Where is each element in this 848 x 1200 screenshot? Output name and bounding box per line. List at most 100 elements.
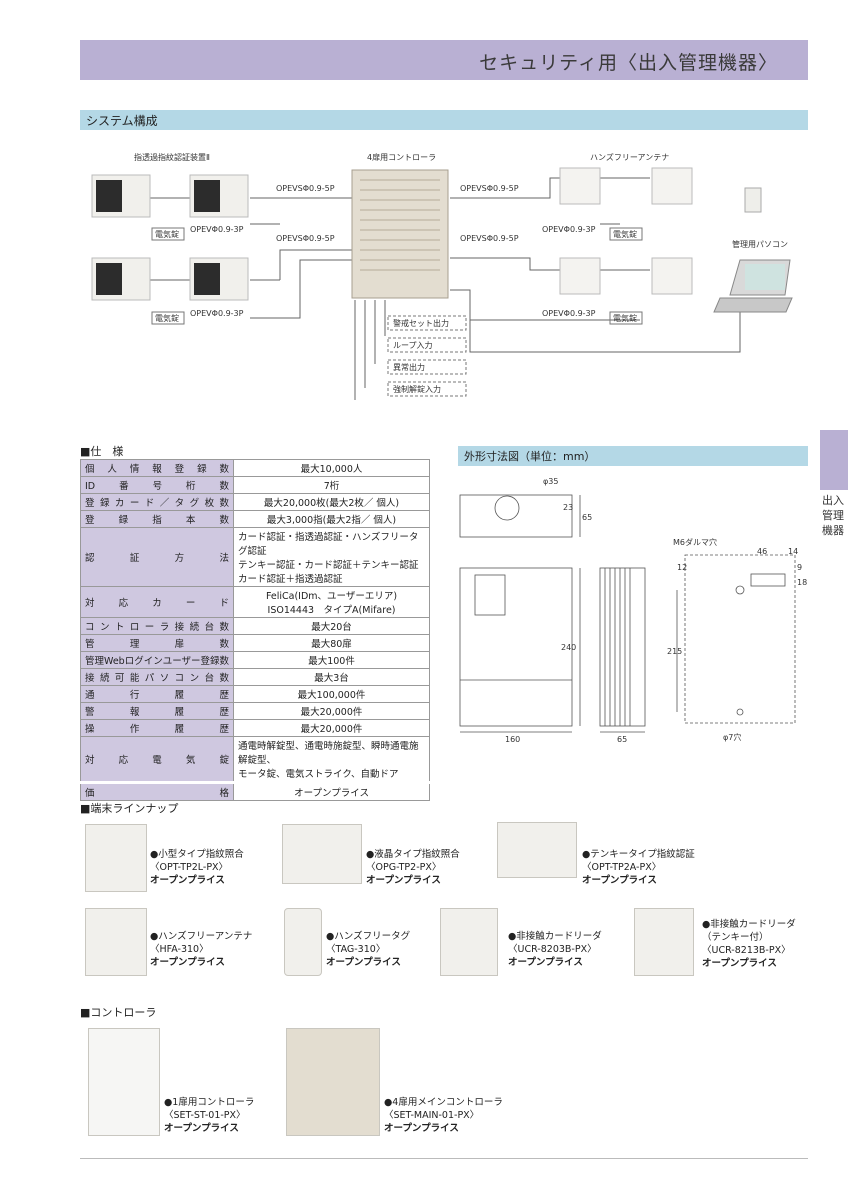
dimension-title: 外形寸法図（単位：mm） [464,450,596,463]
spec-value: 最大20,000件 [233,719,430,737]
spec-value: 通電時解錠型、通電時施錠型、瞬時通電施解錠型、 モータ錠、電気ストライク、自動ド… [233,736,430,783]
device-image-set-main-01 [286,1028,380,1136]
dim-d240: 240 [561,643,576,652]
spec-row: コントローラ接続台数最大20台 [79,617,430,635]
product-tp2l: ●小型タイプ指紋照合 〈OPT-TP2L-PX〉 オープンプライス [150,849,244,886]
spec-key: ID番号桁数 [79,476,235,494]
label-alarm-set-out: 警戒セット出力 [393,318,449,328]
spec-row: 個人情報登録数最大10,000人 [79,459,430,477]
label-controller4: 4扉用コントローラ [367,152,436,162]
spec-value: 最大10,000人 [233,459,430,477]
spec-row: 警報履歴最大20,000件 [79,702,430,720]
label-finger-device: 指透過指紋認証装置Ⅱ [134,152,210,162]
spec-value: 7桁 [233,476,430,494]
label-lock-b: 電気錠 [613,229,637,239]
spec-row: 対応電気錠通電時解錠型、通電時施錠型、瞬時通電施解錠型、 モータ錠、電気ストライ… [79,736,430,783]
controllers-title: ■コントローラ [80,1006,157,1019]
product-hfa310: ●ハンズフリーアンテナ 〈HFA-310〉 オープンプライス [150,931,253,968]
spec-row: 登録指本数最大3,000指(最大2指／ 個人) [79,510,430,528]
dim-d7: φ7穴 [723,732,741,742]
device-image-tp2a [497,822,577,878]
side-tab [820,430,848,490]
label-abnormal-out: 異常出力 [393,362,425,372]
spec-key: 認証方法 [79,527,235,587]
device-image-tp2l [85,824,147,892]
label-cable-3p-c: OPEVΦ0.9-3P [542,225,596,234]
spec-value: 最大3台 [233,668,430,686]
dim-d9: 9 [797,563,802,572]
spec-value: 最大80扉 [233,634,430,652]
dim-d65a: 65 [582,513,592,522]
product-tag310: ●ハンズフリータグ 〈TAG-310〉 オープンプライス [326,931,411,968]
device-image-hfa310 [85,908,147,976]
spec-row: 管理Webログインユーザー登録数最大100件 [79,651,430,669]
dimension-drawing: φ35 23 65 240 160 65 M6ダルマ穴 46 14 12 9 1… [459,477,807,744]
side-tab-label: 出入管理機器 [822,494,844,537]
dim-d18: 18 [797,578,807,587]
spec-key: 警報履歴 [79,702,235,720]
spec-key: 対応電気錠 [79,736,235,783]
label-cable-3p-d: OPEVΦ0.9-3P [542,309,596,318]
page-title: セキュリティ用〈出入管理機器〉 [479,52,778,74]
spec-key: コントローラ接続台数 [79,617,235,635]
dim-d14: 14 [788,547,798,556]
dim-d46: 46 [757,547,767,556]
spec-key: 個人情報登録数 [79,459,235,477]
label-cable-3p-a: OPEVΦ0.9-3P [190,225,244,234]
spec-key: 管理扉数 [79,634,235,652]
spec-key: 価格 [79,782,235,801]
label-admin-pc: 管理用パソコン [732,239,788,249]
label-cable-5p-d: OPEVSΦ0.9-5P [460,234,519,243]
label-force-unlock-in: 強制解錠入力 [393,384,441,394]
spec-row: 認証方法カード認証・指透過認証・ハンズフリータグ認証 テンキー認証・カード認証＋… [79,527,430,587]
dim-m6: M6ダルマ穴 [673,537,717,547]
product-tp2: ●液晶タイプ指紋照合 〈OPG-TP2-PX〉 オープンプライス [366,849,460,886]
spec-key: 接続可能パソコン台数 [79,668,235,686]
system-section-title: システム構成 [86,114,158,128]
dim-d215: 215 [667,647,682,656]
device-image-ucr8213b [634,908,694,976]
product-tp2a: ●テンキータイプ指紋認証 〈OPT-TP2A-PX〉 オープンプライス [582,849,695,886]
system-section-bar: システム構成 [80,110,808,130]
product-set-st-01: ●1扉用コントローラ 〈SET-ST-01-PX〉 オープンプライス [164,1097,255,1134]
spec-key: 管理Webログインユーザー登録数 [79,651,235,669]
dim-d23: 23 [563,503,573,512]
spec-key: 登録カード／タグ枚数 [79,493,235,511]
label-lock-a: 電気錠 [155,229,179,239]
spec-key: 登録指本数 [79,510,235,528]
label-cable-5p-b: OPEVSΦ0.9-5P [276,234,335,243]
device-image-tag310 [284,908,322,976]
product-ucr8203b: ●非接触カードリーダ 〈UCR-8203B-PX〉 オープンプライス [508,931,602,968]
product-set-main-01: ●4扉用メインコントローラ 〈SET-MAIN-01-PX〉 オープンプライス [384,1097,503,1134]
bottom-rule [80,1158,808,1159]
title-bar: セキュリティ用〈出入管理機器〉 [80,40,808,80]
label-handsfree-antenna: ハンズフリーアンテナ [590,152,669,162]
spec-value: 最大20,000枚(最大2枚／ 個人) [233,493,430,511]
device-image-ucr8203b [440,908,498,976]
spec-value: 最大20台 [233,617,430,635]
spec-value: カード認証・指透過認証・ハンズフリータグ認証 テンキー認証・カード認証＋テンキー… [233,527,430,587]
lineup-title: ■端末ラインナップ [80,802,179,815]
spec-value: 最大100,000件 [233,685,430,703]
spec-row: 通行履歴最大100,000件 [79,685,430,703]
label-cable-5p-c: OPEVSΦ0.9-5P [460,184,519,193]
spec-value: 最大20,000件 [233,702,430,720]
spec-value: 最大100件 [233,651,430,669]
spec-row: 操作履歴最大20,000件 [79,719,430,737]
label-loop-in: ループ入力 [393,340,433,350]
device-image-tp2 [282,824,362,884]
dim-d65b: 65 [617,735,627,744]
spec-row: 価格オープンプライス [79,782,430,801]
spec-value: 最大3,000指(最大2指／ 個人) [233,510,430,528]
dim-d160: 160 [505,735,520,744]
spec-title: ■仕 様 [80,445,124,458]
spec-value: オープンプライス [233,782,430,801]
system-diagram: 指透過指紋認証装置Ⅱ 4扉用コントローラ ハンズフリーアンテナ 管理用パソコン … [91,152,793,400]
spec-row: 接続可能パソコン台数最大3台 [79,668,430,686]
product-ucr8213b: ●非接触カードリーダ （テンキー付） 〈UCR-8213B-PX〉 オープンプラ… [702,919,796,969]
spec-key: 操作履歴 [79,719,235,737]
label-cable-3p-b: OPEVΦ0.9-3P [190,309,244,318]
spec-value: FeliCa(IDm、ユーザーエリア) ISO14443 タイプA(Mifare… [233,586,430,618]
